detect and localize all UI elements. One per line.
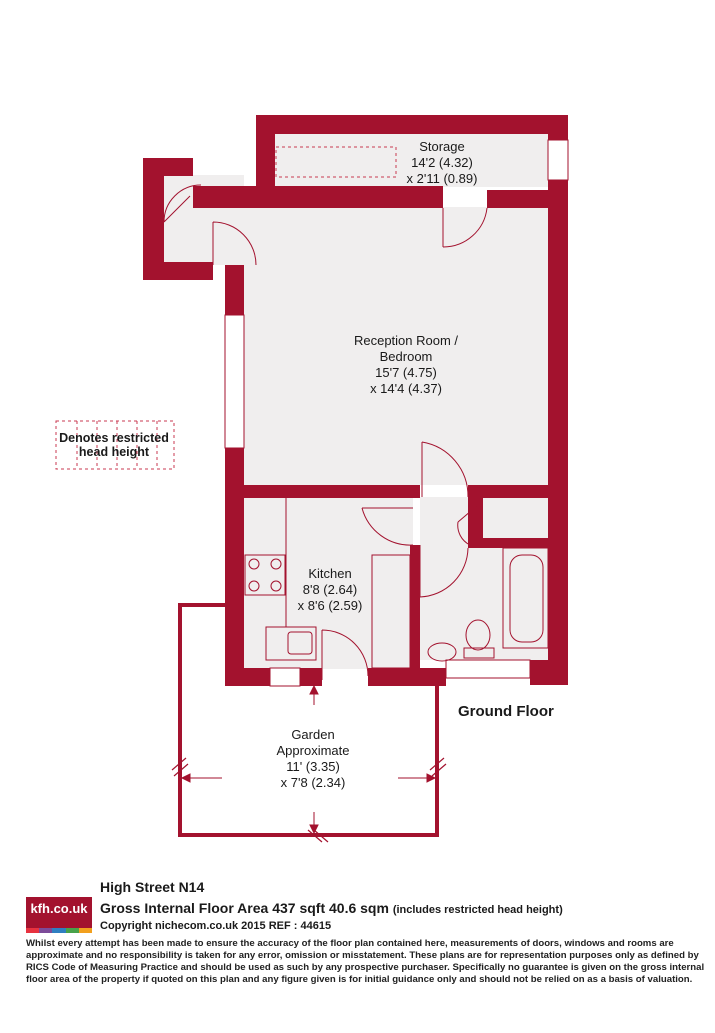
wall-mid-a bbox=[240, 485, 420, 498]
wall-bottom-d bbox=[530, 660, 568, 685]
wall-bottom-c bbox=[368, 668, 446, 686]
floor-area-text: Gross Internal Floor Area 437 sqft 40.6 … bbox=[100, 900, 389, 916]
door-kitchen-hall bbox=[361, 507, 414, 546]
door-lobby bbox=[212, 221, 257, 266]
storage-dim2: x 2'11 (0.89) bbox=[406, 171, 478, 186]
floor-area: Gross Internal Floor Area 437 sqft 40.6 … bbox=[100, 900, 563, 916]
wall-kitchen-bath bbox=[410, 545, 420, 675]
break-marks bbox=[171, 757, 447, 843]
reception-floor bbox=[240, 207, 550, 485]
reception-dim2: x 14'4 (4.37) bbox=[370, 381, 442, 396]
floor-area-note: (includes restricted head height) bbox=[392, 904, 563, 916]
disclaimer: Whilst every attempt has been made to en… bbox=[26, 938, 705, 985]
garden-dim1: 11' (3.35) bbox=[286, 759, 340, 774]
window-reception bbox=[224, 314, 245, 449]
legend-restricted-box bbox=[55, 420, 175, 470]
kitchen-name: Kitchen bbox=[308, 566, 352, 581]
garden-name1: Garden bbox=[291, 727, 335, 742]
reception-label: Reception Room / Bedroom 15'7 (4.75) x 1… bbox=[330, 333, 482, 397]
wall-mid-b bbox=[468, 485, 550, 498]
property-address: High Street N14 bbox=[100, 879, 205, 895]
kitchen-sink bbox=[265, 626, 317, 661]
wall-bottom-b bbox=[300, 668, 322, 686]
door-storage bbox=[442, 207, 488, 248]
garden-dim2: x 7'8 (2.34) bbox=[280, 775, 346, 790]
floor-name: Ground Floor bbox=[458, 703, 554, 720]
window-storage bbox=[547, 139, 569, 181]
logo-stripes bbox=[26, 928, 93, 933]
kfh-logo: kfh.co.uk bbox=[26, 897, 93, 933]
wall-lobby-bottom bbox=[143, 262, 213, 280]
toilet bbox=[465, 619, 491, 651]
fixtures bbox=[244, 497, 549, 669]
kitchen-floor bbox=[243, 497, 413, 669]
kitchen-dim2: x 8'6 (2.59) bbox=[297, 598, 363, 613]
door-bathroom bbox=[419, 545, 469, 598]
door-entrance bbox=[163, 184, 202, 223]
kitchen-dim1: 8'8 (2.64) bbox=[302, 582, 358, 597]
window-kitchen bbox=[269, 667, 301, 687]
wall-cupboard-bottom bbox=[468, 538, 550, 548]
reception-name1: Reception Room / bbox=[353, 333, 459, 348]
bathroom-floor bbox=[420, 497, 550, 660]
logo-text: kfh.co.uk bbox=[30, 901, 88, 916]
kitchen-label: Kitchen 8'8 (2.64) x 8'6 (2.59) bbox=[280, 566, 380, 614]
storage-dim1: 14'2 (4.32) bbox=[411, 155, 473, 170]
garden-name2: Approximate bbox=[276, 743, 350, 758]
doors bbox=[163, 184, 488, 680]
legend-restricted-text: Denotes restricted head height bbox=[52, 431, 176, 459]
walls bbox=[143, 115, 568, 686]
reception-name2: Bedroom bbox=[379, 349, 433, 364]
wall-storage-top bbox=[256, 115, 568, 134]
wall-storage-left bbox=[256, 115, 275, 195]
wall-lobby-left bbox=[143, 158, 164, 280]
wall-reception-left-a bbox=[225, 265, 244, 315]
legend-line1: Denotes restricted bbox=[59, 431, 169, 445]
door-garden bbox=[321, 629, 369, 680]
storage-name: Storage bbox=[419, 139, 465, 154]
wall-bottom-a bbox=[225, 668, 270, 686]
copyright: Copyright nichecom.co.uk 2015 REF : 4461… bbox=[100, 920, 332, 932]
wall-reception-left-b bbox=[225, 448, 244, 685]
storage-label: Storage 14'2 (4.32) x 2'11 (0.89) bbox=[372, 139, 512, 187]
wall-right bbox=[548, 115, 568, 685]
kitchen-counter-right bbox=[371, 554, 411, 669]
window-bathroom bbox=[445, 659, 531, 679]
wall-storage-bottom-a bbox=[193, 186, 443, 208]
bath-basin bbox=[427, 642, 457, 662]
wall-storage-bottom-b bbox=[487, 190, 549, 208]
windows bbox=[224, 139, 569, 687]
restricted-area-storage bbox=[275, 146, 397, 178]
storage-floor bbox=[274, 133, 549, 187]
reception-dim1: 15'7 (4.75) bbox=[375, 365, 437, 380]
garden-dimension-arrows bbox=[180, 684, 437, 835]
garden-label: Garden Approximate 11' (3.35) x 7'8 (2.3… bbox=[254, 727, 372, 791]
bathtub bbox=[502, 547, 549, 649]
legend-line2: head height bbox=[78, 445, 150, 459]
door-reception bbox=[421, 441, 469, 498]
door-cupboard bbox=[457, 504, 479, 546]
wall-cupboard bbox=[468, 485, 483, 545]
garden-boundary bbox=[178, 603, 439, 837]
hob bbox=[244, 554, 286, 596]
